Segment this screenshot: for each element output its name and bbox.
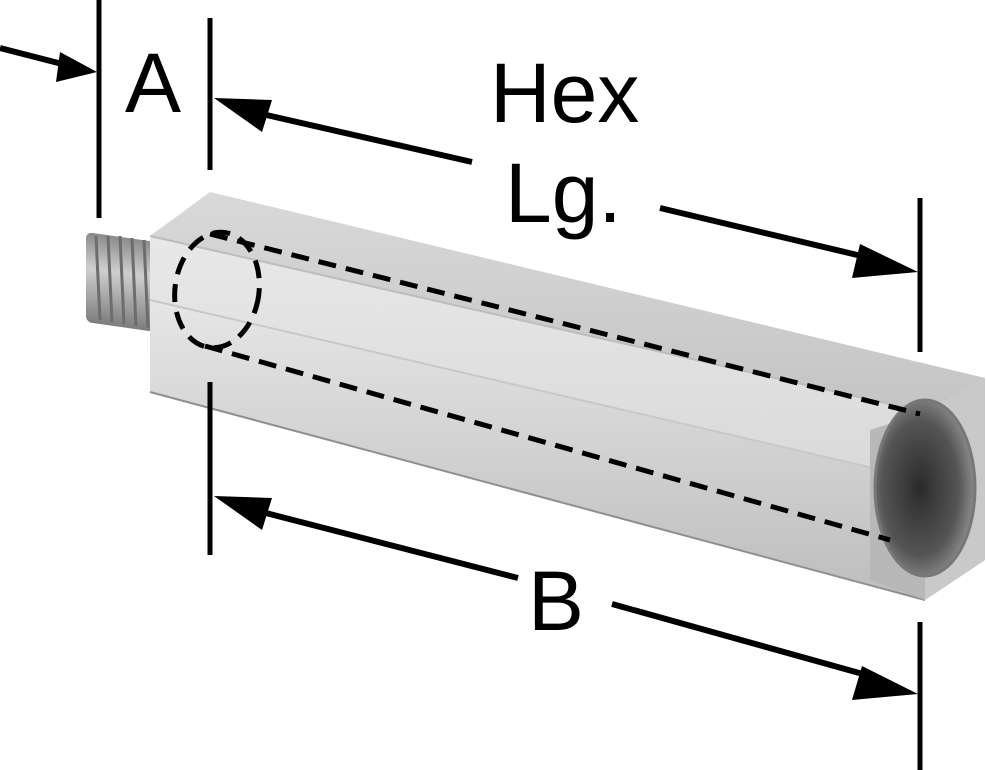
hex-body [149, 192, 985, 601]
label-hex-line1: Hex [490, 46, 639, 140]
hidden-internal-thread [172, 229, 921, 543]
label-hex-line2: Lg. [505, 146, 622, 240]
threaded-stud [86, 232, 156, 332]
dimension-hex-length: Hex Lg. [214, 46, 918, 278]
extension-lines [96, 0, 923, 770]
label-b: B [528, 554, 584, 648]
dimension-b: B [214, 496, 918, 700]
label-a: A [125, 36, 181, 130]
threaded-hole [875, 400, 975, 576]
dimension-a: A [0, 36, 181, 130]
hex-end-face [870, 378, 985, 600]
